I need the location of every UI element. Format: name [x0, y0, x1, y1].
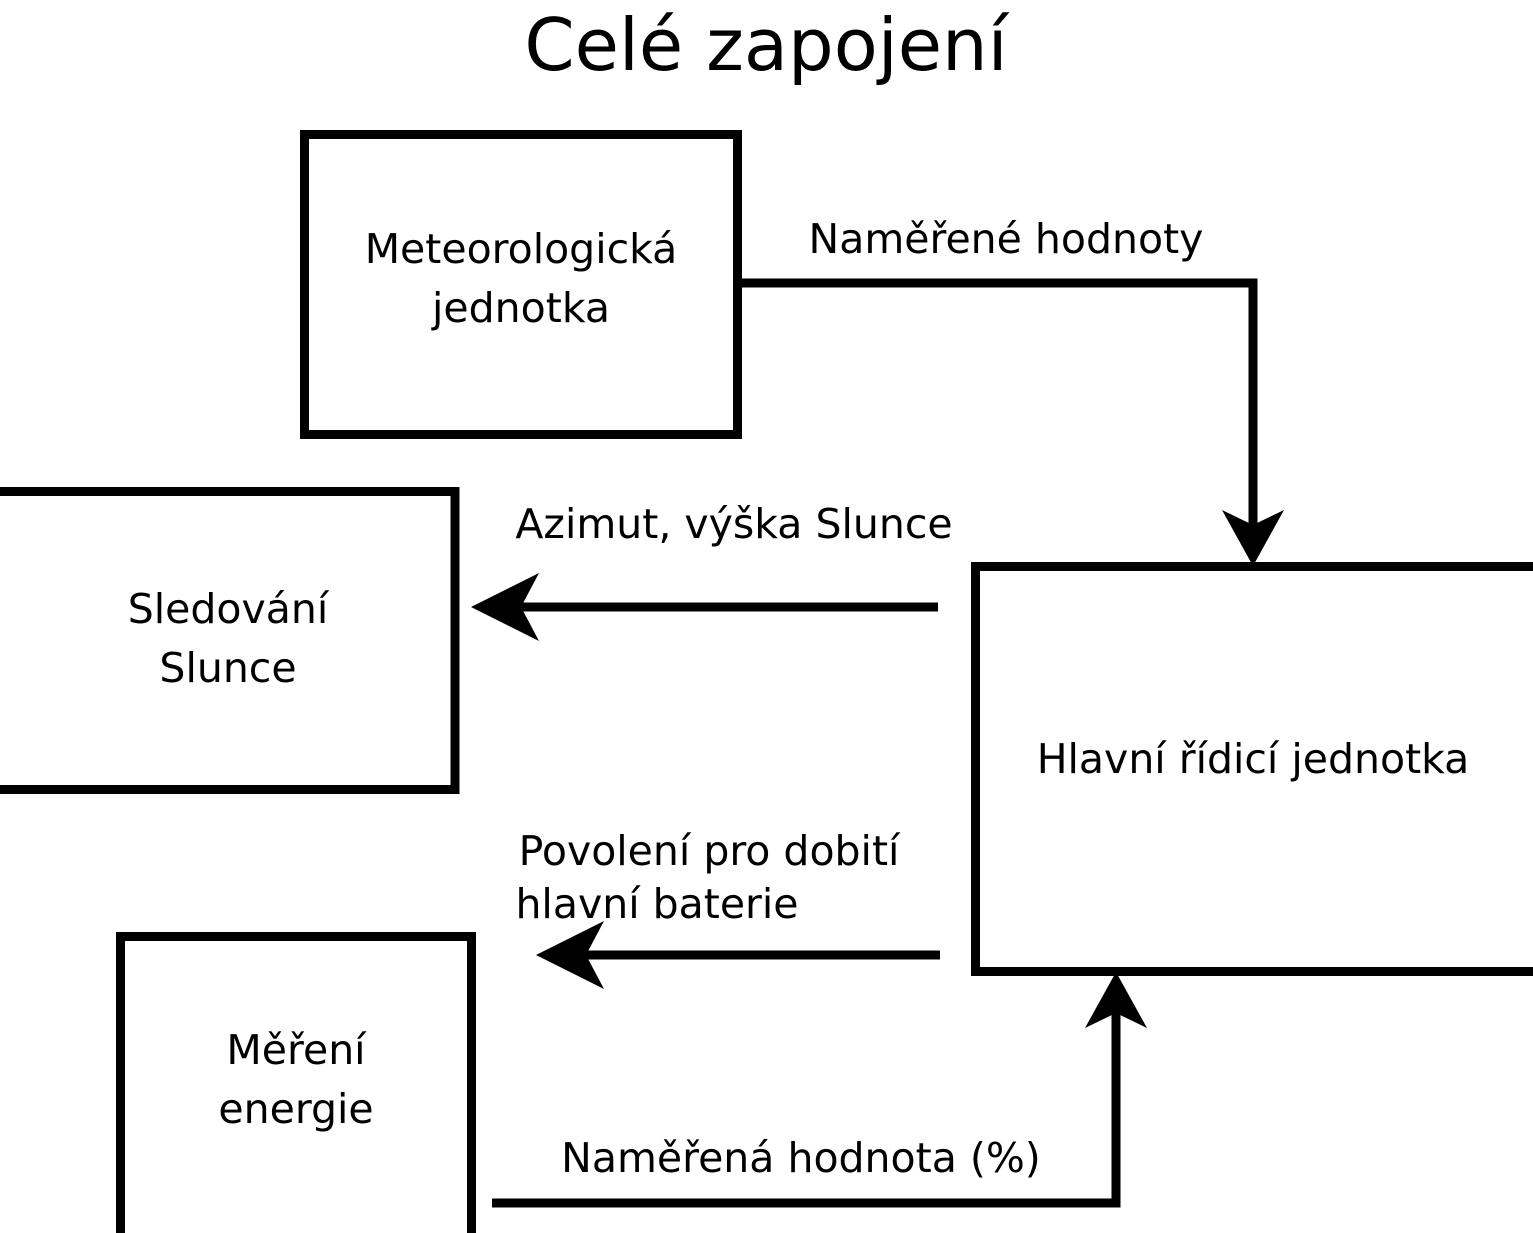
node-sun-label-line2: Slunce [159, 644, 296, 692]
edge-main-to-sun-arrowhead [471, 573, 539, 641]
edge-energy-to-main-line [492, 1010, 1121, 1208]
edge-main-to-energy: Povolení pro dobití hlavní baterie [515, 827, 940, 989]
node-energy-label-line2: energie [218, 1085, 373, 1133]
node-meteo-label-line2: jednotka [431, 284, 610, 332]
node-main-box[interactable] [971, 562, 1533, 976]
edge-energy-to-main-arrowhead [1085, 972, 1147, 1028]
node-energy-label-line1: Měření [226, 1026, 367, 1074]
node-energy-box[interactable] [116, 932, 476, 1233]
edge-meteo-to-main: Naměřené hodnoty [733, 215, 1284, 566]
node-main-label-line1: Hlavní řídicí jednotka [1037, 735, 1470, 783]
node-hlavni-ridici-jednotka[interactable]: Hlavní řídicí jednotka [971, 562, 1533, 976]
node-meteo-box[interactable] [300, 130, 742, 439]
node-sun-box[interactable] [0, 487, 460, 794]
node-mereni-energie[interactable]: Měření energie [116, 932, 476, 1233]
edge-main-to-sun-label: Azimut, výška Slunce [515, 500, 952, 548]
page-title: Celé zapojení [524, 3, 1009, 87]
edge-energy-to-main-label: Naměřená hodnota (%) [561, 1134, 1041, 1182]
edge-main-to-energy-label-line1: Povolení pro dobití [519, 827, 901, 875]
edge-meteo-to-main-line [733, 278, 1258, 540]
edge-energy-to-main: Naměřená hodnota (%) [492, 972, 1147, 1208]
node-meteo-label-line1: Meteorologická [365, 225, 678, 273]
edge-meteo-to-main-label: Naměřené hodnoty [809, 215, 1204, 263]
edge-main-to-sun: Azimut, výška Slunce [471, 500, 953, 641]
edge-main-to-energy-arrowhead [536, 921, 604, 989]
edge-meteo-to-main-arrowhead [1222, 510, 1284, 566]
node-meteorologicka-jednotka[interactable]: Meteorologická jednotka [300, 130, 742, 439]
node-sledovani-slunce[interactable]: Sledování Slunce [0, 487, 460, 794]
node-sun-label-line1: Sledování [128, 585, 330, 633]
edge-main-to-energy-label-line2: hlavní baterie [515, 880, 798, 928]
